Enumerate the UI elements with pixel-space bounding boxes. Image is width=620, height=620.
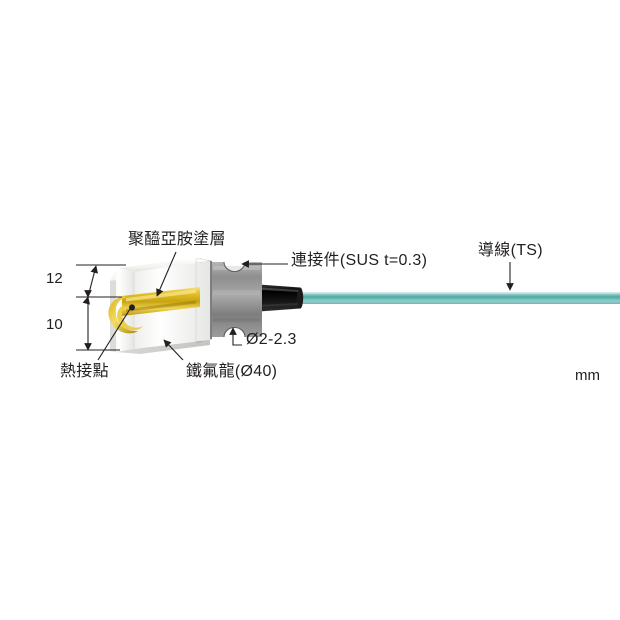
leader-hole-diameter xyxy=(229,327,242,346)
thermocouple-junction-dot xyxy=(129,304,135,311)
black-strain-relief xyxy=(253,284,304,312)
leader-polyimide xyxy=(156,251,177,297)
callout-thermocouple-junction: 熱接點 xyxy=(60,363,109,380)
dim-arrow-12 xyxy=(82,265,98,305)
dimension-label-12: 12 xyxy=(46,270,63,287)
callout-polyimide-coating: 聚醯亞胺塗層 xyxy=(128,231,226,248)
probe-assembly xyxy=(108,258,620,354)
dimension-label-10: 10 xyxy=(46,316,63,333)
callout-lead-wire: 導線(TS) xyxy=(478,242,543,259)
polyimide-coating xyxy=(108,287,200,334)
callout-connector: 連接件(SUS t=0.3) xyxy=(291,252,428,269)
leader-lines xyxy=(97,251,514,361)
lead-wire-cable xyxy=(300,292,620,304)
callout-teflon-body: 鐵氟龍(Ø40) xyxy=(186,363,278,380)
leader-teflon xyxy=(163,339,184,361)
dimension-group xyxy=(76,264,126,351)
units-label: mm xyxy=(575,367,600,384)
callout-hole-diameter: Ø2-2.3 xyxy=(246,331,297,348)
leader-thermocouple xyxy=(97,308,131,361)
